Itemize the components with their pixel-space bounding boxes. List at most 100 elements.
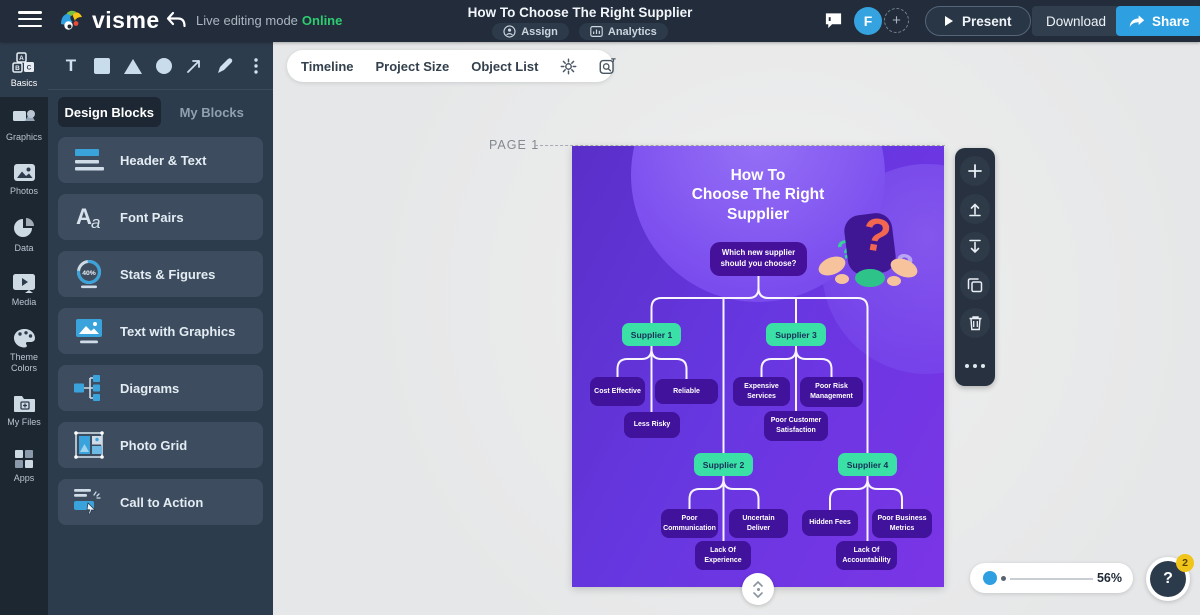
tab-project-size[interactable]: Project Size: [375, 58, 450, 74]
canvas-toolbar: Timeline Project Size Object List: [287, 50, 617, 82]
attribute-node[interactable]: Poor Customer Satisfaction: [764, 411, 828, 441]
sidebar-item-apps[interactable]: Apps: [0, 438, 48, 493]
supplier-2-node[interactable]: Supplier 2: [694, 453, 753, 476]
block-header-and-text[interactable]: Header & Text: [58, 137, 263, 183]
supplier-3-node[interactable]: Supplier 3: [766, 323, 826, 346]
block-photo-grid[interactable]: Photo Grid: [58, 422, 263, 468]
media-video-icon: [12, 273, 36, 293]
add-page-button[interactable]: [960, 156, 990, 186]
call-to-action-icon: [58, 488, 120, 516]
text-tool-icon[interactable]: T: [65, 56, 77, 75]
design-page[interactable]: ? ? ?: [572, 146, 944, 587]
triangle-tool-icon[interactable]: [120, 52, 146, 80]
assign-person-icon: [503, 25, 516, 38]
attribute-node[interactable]: Reliable: [655, 379, 718, 404]
attribute-node[interactable]: Poor Risk Management: [800, 377, 863, 407]
block-text-with-graphics[interactable]: Text with Graphics: [58, 308, 263, 354]
stats-figures-icon: 40%: [58, 259, 120, 289]
block-diagrams[interactable]: Diagrams: [58, 365, 263, 411]
left-sidebar: A B C Basics Graphics: [0, 42, 48, 615]
page-label[interactable]: PAGE 1: [489, 138, 540, 152]
analytics-button[interactable]: Analytics: [578, 23, 668, 40]
circle-tool-icon[interactable]: [151, 52, 177, 80]
avatar[interactable]: F: [854, 7, 882, 35]
assign-button[interactable]: Assign: [492, 23, 569, 40]
tab-design-blocks[interactable]: Design Blocks: [58, 97, 161, 127]
photos-image-icon: [13, 163, 36, 182]
attribute-node[interactable]: Uncertain Deliver: [729, 509, 788, 538]
attribute-node[interactable]: Hidden Fees: [802, 510, 858, 536]
share-arrow-icon: [1129, 15, 1145, 27]
tab-my-blocks[interactable]: My Blocks: [179, 104, 244, 120]
zoom-slider-track[interactable]: [1010, 577, 1093, 580]
tab-object-list[interactable]: Object List: [471, 58, 539, 74]
supplier-4-node[interactable]: Supplier 4: [838, 453, 897, 476]
sidebar-item-photos[interactable]: Photos: [0, 152, 48, 207]
attribute-node[interactable]: Lack Of Experience: [695, 541, 751, 570]
duplicate-page-button[interactable]: [960, 270, 990, 300]
comments-icon[interactable]: [824, 11, 843, 30]
attribute-node[interactable]: Less Risky: [624, 412, 680, 438]
settings-gear-icon[interactable]: [560, 58, 577, 75]
more-tools-icon[interactable]: [243, 52, 269, 80]
divider: [48, 89, 273, 90]
attribute-node[interactable]: Poor Communication: [661, 509, 718, 538]
attribute-node[interactable]: Lack Of Accountability: [836, 541, 897, 570]
sidebar-item-graphics[interactable]: Graphics: [0, 97, 48, 152]
square-tool-icon[interactable]: [89, 52, 115, 80]
attribute-node[interactable]: Poor Business Metrics: [872, 509, 932, 538]
chevron-down-icon: [753, 591, 763, 598]
diagram-title[interactable]: How To Choose The Right Supplier: [691, 167, 825, 223]
preview-search-icon[interactable]: [599, 57, 617, 75]
text-with-graphics-icon: [58, 317, 120, 345]
sidebar-item-data[interactable]: Data: [0, 207, 48, 262]
attribute-node[interactable]: Cost Effective: [590, 377, 645, 406]
question-character-illustration[interactable]: ? ? ?: [818, 196, 918, 294]
header-text-icon: [58, 147, 120, 173]
panel-tabs: Design Blocks My Blocks: [58, 97, 263, 127]
data-pie-icon: [13, 217, 35, 239]
svg-text:A: A: [76, 204, 92, 229]
move-page-up-button[interactable]: [960, 194, 990, 224]
sidebar-item-theme-colors[interactable]: Theme Colors: [0, 317, 48, 383]
hamburger-menu-icon[interactable]: [18, 11, 42, 31]
present-button[interactable]: Present: [925, 6, 1031, 36]
canvas-area[interactable]: Timeline Project Size Object List: [273, 42, 1200, 615]
zoom-slider-handle[interactable]: [983, 571, 997, 585]
zoom-control: 56%: [970, 563, 1133, 593]
online-status: Online: [301, 13, 343, 28]
sidebar-item-my-files[interactable]: My Files: [0, 383, 48, 438]
share-button[interactable]: Share: [1116, 6, 1200, 36]
svg-text:B: B: [15, 65, 20, 72]
block-stats-and-figures[interactable]: 40% Stats & Figures: [58, 251, 263, 297]
delete-page-button[interactable]: [960, 308, 990, 338]
svg-text:C: C: [27, 65, 32, 72]
question-node[interactable]: Which new supplier should you choose?: [710, 242, 807, 276]
page-scroll-control[interactable]: [742, 573, 774, 605]
diagrams-icon: [58, 374, 120, 402]
supplier-1-node[interactable]: Supplier 1: [622, 323, 681, 346]
document-title[interactable]: How To Choose The Right Supplier: [467, 5, 693, 20]
basics-blocks-icon: A B C: [12, 52, 36, 74]
tab-timeline[interactable]: Timeline: [301, 58, 354, 74]
pen-tool-icon[interactable]: [212, 52, 238, 80]
apps-grid-icon: [14, 449, 34, 469]
page-actions-toolbar: [955, 148, 995, 386]
help-button[interactable]: ? 2: [1146, 554, 1194, 601]
sidebar-item-media[interactable]: Media: [0, 262, 48, 317]
download-button[interactable]: Download: [1032, 6, 1121, 36]
graphics-shapes-icon: [12, 108, 36, 128]
move-page-down-button[interactable]: [960, 232, 990, 262]
visme-logo[interactable]: visme: [58, 7, 160, 34]
analytics-chart-icon: [590, 26, 603, 37]
block-font-pairs[interactable]: A a Font Pairs: [58, 194, 263, 240]
sidebar-item-basics[interactable]: A B C Basics: [0, 42, 48, 97]
undo-icon[interactable]: [165, 11, 187, 31]
block-call-to-action[interactable]: Call to Action: [58, 479, 263, 525]
more-page-actions-icon[interactable]: [955, 356, 995, 376]
attribute-node[interactable]: Expensive Services: [733, 377, 790, 406]
arrow-tool-icon[interactable]: [181, 52, 207, 80]
add-collaborator-button[interactable]: +: [884, 8, 909, 33]
